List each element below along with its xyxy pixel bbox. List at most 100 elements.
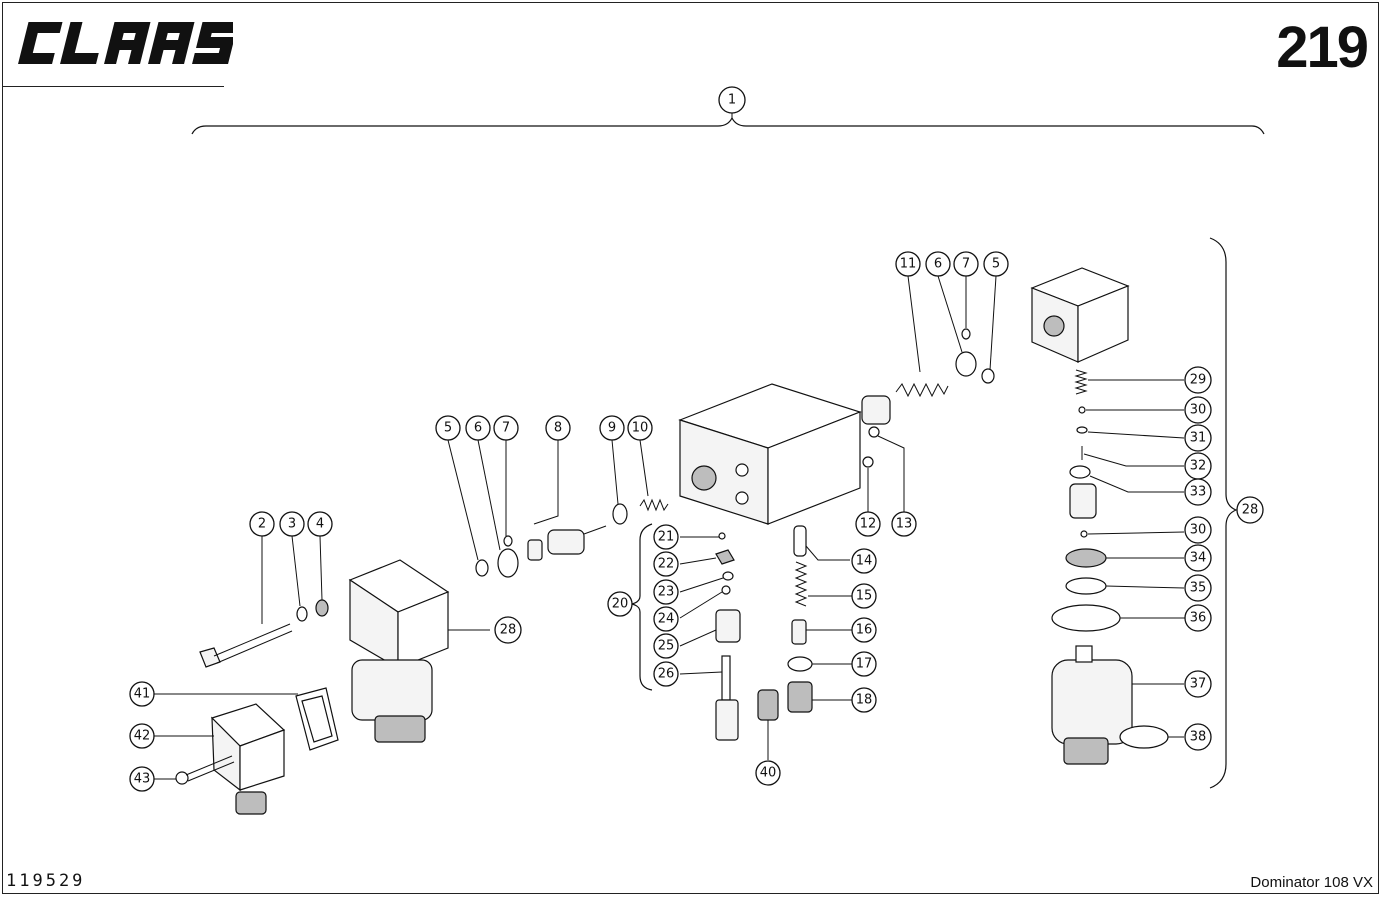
ball-part xyxy=(1080,530,1088,538)
orifice-part xyxy=(868,426,880,438)
callout-2: 2 xyxy=(249,511,275,537)
svg-text:17: 17 xyxy=(856,657,873,672)
valve-spool-part xyxy=(527,525,607,561)
callout-41: 41 xyxy=(129,681,155,707)
callout-1: 1 xyxy=(718,86,746,114)
svg-text:28: 28 xyxy=(1242,503,1259,518)
o-ring-part xyxy=(961,328,971,340)
svg-text:3: 3 xyxy=(288,517,296,532)
callout-7-right: 7 xyxy=(953,251,979,277)
header-rule xyxy=(2,86,224,87)
fitting-part xyxy=(715,609,741,643)
o-ring-part xyxy=(475,559,489,577)
svg-text:33: 33 xyxy=(1190,485,1207,500)
callout-31: 31 xyxy=(1184,424,1212,452)
spring-part xyxy=(895,382,949,398)
orifice-part xyxy=(862,456,874,468)
svg-text:5: 5 xyxy=(444,421,452,436)
callout-18: 18 xyxy=(851,687,877,713)
callout-26: 26 xyxy=(653,661,679,687)
claas-logo-graphic xyxy=(18,22,239,64)
sleeve-part xyxy=(791,619,807,645)
o-ring-part xyxy=(497,548,519,578)
callout-40: 40 xyxy=(755,760,781,786)
svg-text:30: 30 xyxy=(1190,403,1207,418)
leader-lines xyxy=(154,275,1186,780)
ball-part xyxy=(721,585,731,595)
svg-text:25: 25 xyxy=(658,639,675,654)
callout-30: 30 xyxy=(1184,396,1212,424)
group-bracket-20 xyxy=(631,523,653,691)
callout-28-right: 28 xyxy=(1236,496,1264,524)
svg-text:41: 41 xyxy=(134,687,151,702)
bolt-part xyxy=(199,623,293,668)
svg-text:34: 34 xyxy=(1190,551,1207,566)
o-ring-part xyxy=(1119,725,1169,749)
plunger-part xyxy=(715,655,739,741)
svg-text:2: 2 xyxy=(258,517,266,532)
svg-text:11: 11 xyxy=(900,257,917,272)
callout-23: 23 xyxy=(653,579,679,605)
ball-part xyxy=(1078,406,1086,414)
svg-text:36: 36 xyxy=(1190,611,1207,626)
gasket-part xyxy=(295,687,339,751)
svg-text:42: 42 xyxy=(134,729,151,744)
svg-text:23: 23 xyxy=(658,585,675,600)
connector-plug-part xyxy=(210,703,286,815)
washer-part xyxy=(315,599,329,617)
callout-25: 25 xyxy=(653,633,679,659)
seal-ring-part xyxy=(1065,577,1107,595)
callout-30-lower: 30 xyxy=(1184,516,1212,544)
callout-15: 15 xyxy=(851,583,877,609)
svg-text:8: 8 xyxy=(554,421,562,436)
spring-part xyxy=(639,498,669,512)
svg-text:13: 13 xyxy=(896,517,913,532)
callout-12: 12 xyxy=(855,511,881,537)
spring-part xyxy=(794,561,808,607)
callout-4: 4 xyxy=(307,511,333,537)
callout-11: 11 xyxy=(895,251,921,277)
svg-text:37: 37 xyxy=(1190,677,1207,692)
svg-text:16: 16 xyxy=(856,623,873,638)
callout-38: 38 xyxy=(1184,723,1212,751)
callout-35: 35 xyxy=(1184,574,1212,602)
screw-plug-part xyxy=(787,681,813,713)
svg-text:21: 21 xyxy=(658,530,675,545)
callout-16: 16 xyxy=(851,617,877,643)
assembly-bracket xyxy=(191,116,1265,135)
svg-text:7: 7 xyxy=(962,257,970,272)
svg-text:4: 4 xyxy=(316,517,324,532)
page-number: 219 xyxy=(1276,15,1369,80)
callout-3: 3 xyxy=(279,511,305,537)
o-ring-part xyxy=(955,351,977,377)
callout-6: 6 xyxy=(465,415,491,441)
callout-20: 20 xyxy=(607,591,633,617)
callout-5: 5 xyxy=(435,415,461,441)
callout-9: 9 xyxy=(599,415,625,441)
drawing-number: 119529 xyxy=(6,871,86,891)
svg-text:30: 30 xyxy=(1190,523,1207,538)
callout-43: 43 xyxy=(129,766,155,792)
svg-text:28: 28 xyxy=(500,623,517,638)
callout-21: 21 xyxy=(653,524,679,550)
callout-24: 24 xyxy=(653,606,679,632)
ball-part xyxy=(718,532,726,540)
callout-34: 34 xyxy=(1184,544,1212,572)
seal-ring-part xyxy=(612,503,628,525)
svg-text:31: 31 xyxy=(1190,431,1207,446)
callout-22: 22 xyxy=(653,551,679,577)
callout-36: 36 xyxy=(1184,604,1212,632)
svg-text:9: 9 xyxy=(608,421,616,436)
seal-ring-part xyxy=(787,656,813,672)
callout-42: 42 xyxy=(129,723,155,749)
svg-text:5: 5 xyxy=(992,257,1000,272)
svg-text:1: 1 xyxy=(728,93,736,108)
spring-part xyxy=(1074,369,1088,395)
svg-text:43: 43 xyxy=(134,772,151,787)
callout-8: 8 xyxy=(545,415,571,441)
callout-28-left: 28 xyxy=(494,616,522,644)
valve-block-part xyxy=(678,383,862,525)
nut-part xyxy=(715,549,735,565)
svg-text:40: 40 xyxy=(760,766,777,781)
